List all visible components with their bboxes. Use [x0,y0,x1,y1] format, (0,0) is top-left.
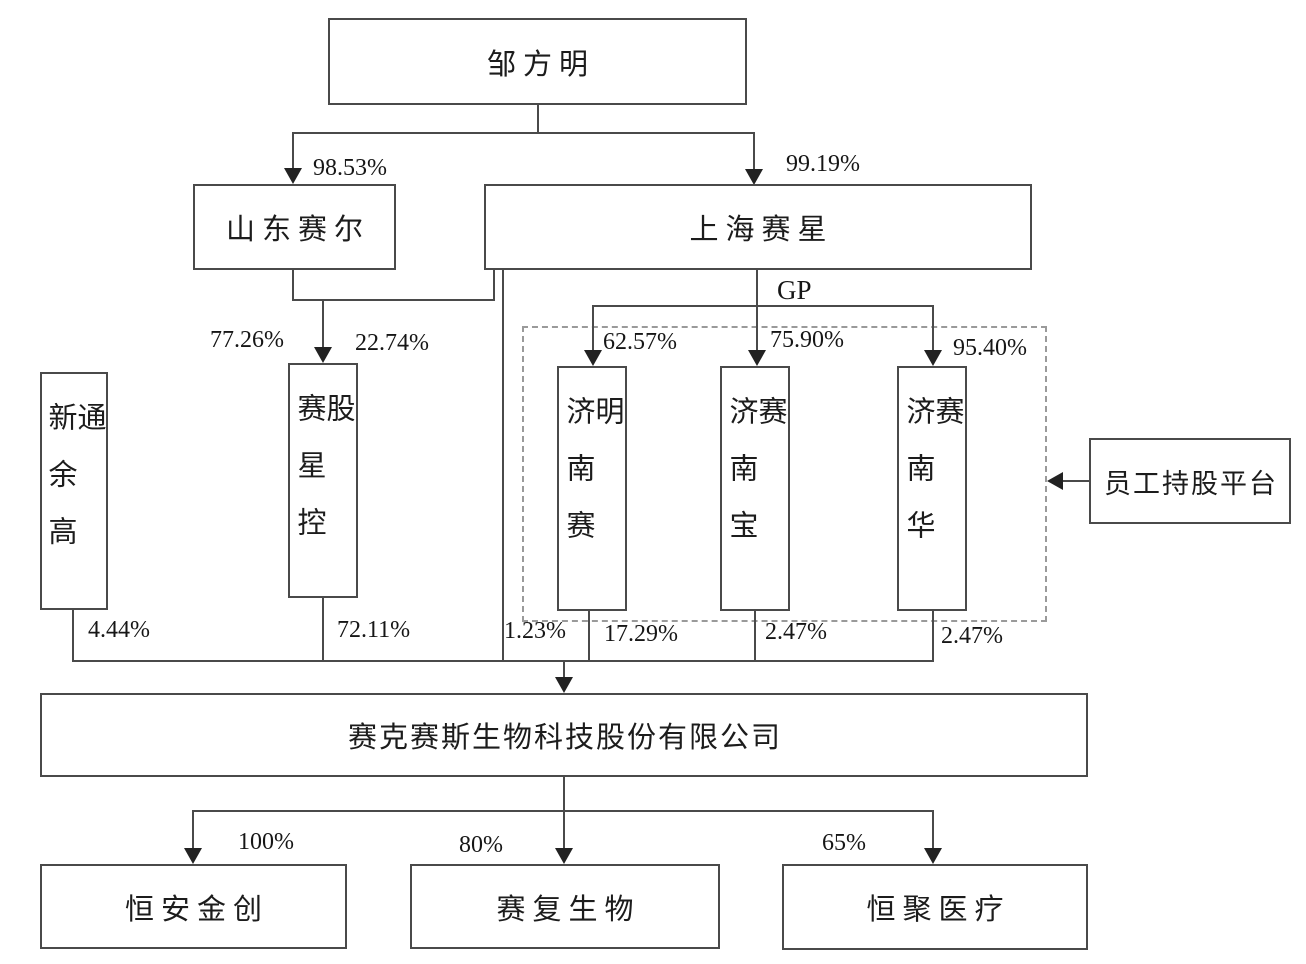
ownership-label-shandong-holding: 77.26% [210,327,284,353]
connector-line [754,611,756,661]
connector-line [932,305,934,352]
node-label: 邹方明 [486,48,595,81]
connector-line [756,305,758,352]
connector-line [72,660,934,662]
connector-line [292,132,294,170]
arrowhead-down-icon [745,169,763,185]
arrowhead-down-icon [184,848,202,864]
gp-role-label: GP [777,275,812,305]
ownership-label-issuer-hengju: 65% [822,830,866,856]
node-label: 山东赛尔 [225,214,370,246]
node-issuer-company: 赛克赛斯生物科技股份有限公司 [40,693,1088,777]
node-label: 赛复生物 [496,893,641,926]
connector-line [563,660,565,680]
connector-line [322,598,324,661]
node-jinan-saiming: 济南赛明 [557,366,627,611]
connector-line [537,105,539,134]
node-label: 新余高通 [44,402,105,573]
node-xinyu-gaotong: 新余高通 [40,372,108,610]
node-saifu-shengwu: 赛复生物 [410,864,720,949]
connector-line [292,132,755,134]
node-jinan-baosai: 济南宝赛 [720,366,790,611]
node-employee-platform: 员工持股平台 [1089,438,1291,524]
connector-line [753,132,755,170]
arrowhead-down-icon [284,168,302,184]
ownership-label-saiming-issuer: 17.29% [604,621,678,647]
ownership-label-xinyu-issuer: 4.44% [88,617,150,643]
ownership-label-zou-shanghai: 99.19% [786,151,860,177]
connector-line [493,270,495,301]
node-label: 赛克赛斯生物科技股份有限公司 [347,722,782,754]
node-label: 济南宝赛 [725,396,786,567]
node-label: 恒安金创 [124,893,269,926]
connector-line [292,299,495,301]
node-shandong-saier: 山东赛尔 [193,184,396,270]
connector-line [932,611,934,661]
employee-platform-group-outline [522,326,1047,622]
ownership-label-baosai-issuer: 2.47% [765,619,827,645]
node-label: 上海赛星 [689,214,834,246]
ownership-label-shanghai-holding: 22.74% [355,330,429,356]
connector-line [1058,480,1089,482]
arrowhead-down-icon [924,350,942,366]
connector-line [292,270,294,301]
connector-line [322,299,324,349]
arrowhead-down-icon [924,848,942,864]
node-label: 济南华赛 [902,396,963,567]
connector-line [192,810,194,850]
connector-line [588,611,590,661]
ownership-label-holding-issuer: 72.11% [337,617,411,643]
connector-line [592,305,934,307]
node-label: 恒聚医疗 [866,894,1011,926]
node-label: 员工持股平台 [1104,468,1278,499]
ownership-label-gp-huasai: 95.40% [953,335,1027,361]
arrowhead-down-icon [555,848,573,864]
node-shanghai-saixing: 上海赛星 [484,184,1032,270]
arrowhead-down-icon [584,350,602,366]
node-hengan-jinchuang: 恒安金创 [40,864,347,949]
node-label: 济南赛明 [562,396,623,567]
connector-line [756,270,758,307]
arrowhead-left-icon [1047,472,1063,490]
node-label: 赛星控股 [293,393,354,564]
ownership-label-shanghai-issuer: 1.23% [504,618,566,644]
ownership-label-issuer-hengan: 100% [238,829,294,855]
node-saixing-holding: 赛星控股 [288,363,358,598]
node-hengju-yiliao: 恒聚医疗 [782,864,1088,950]
connector-line [563,777,565,812]
node-jinan-huasai: 济南华赛 [897,366,967,611]
ownership-label-huasai-issuer: 2.47% [941,623,1003,649]
connector-line [592,305,594,352]
arrowhead-down-icon [314,347,332,363]
connector-line [72,610,74,661]
ownership-label-gp-saiming: 62.57% [603,329,677,355]
connector-line [932,810,934,850]
connector-line [563,810,565,850]
ownership-label-issuer-saifu: 80% [459,832,503,858]
ownership-label-gp-baosai: 75.90% [770,327,844,353]
connector-line [502,270,504,661]
arrowhead-down-icon [555,677,573,693]
node-zou-fangming: 邹方明 [328,18,747,105]
ownership-label-zou-shandong: 98.53% [313,155,387,181]
arrowhead-down-icon [748,350,766,366]
